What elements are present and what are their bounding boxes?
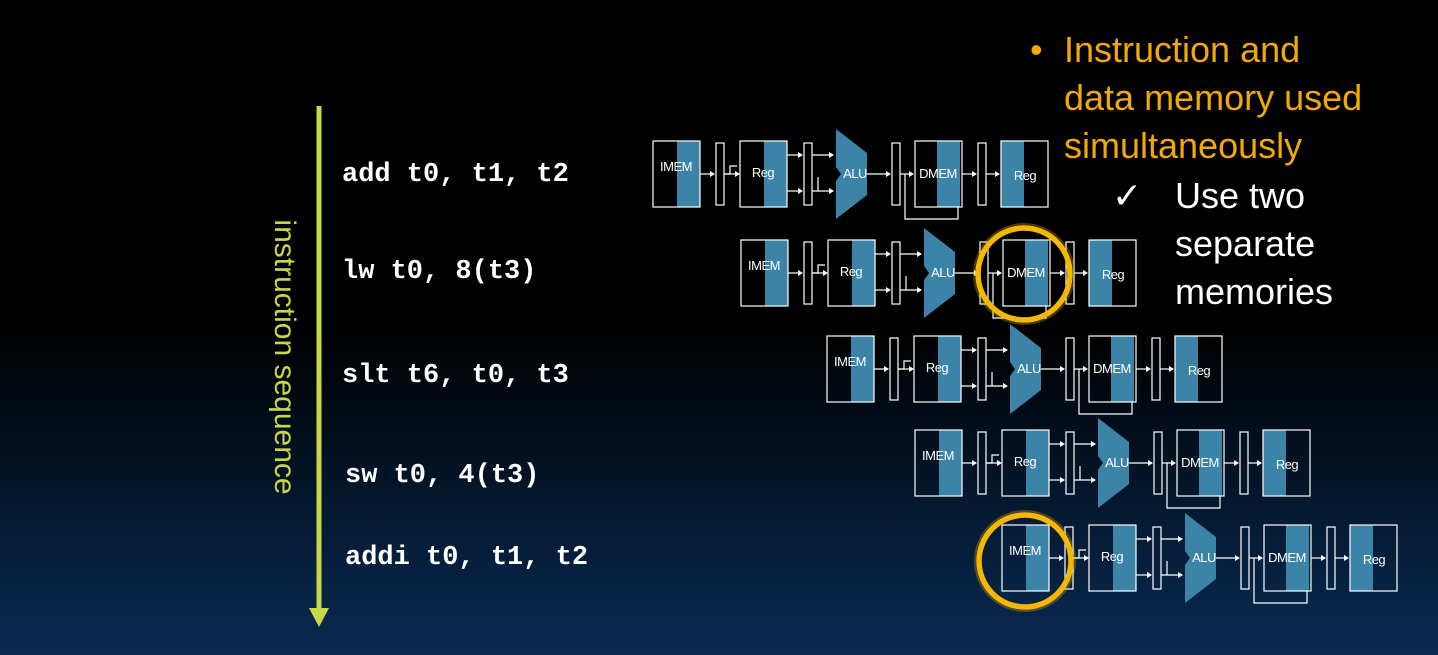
stage-2-reg-box: [913, 335, 962, 403]
stage-1-reg-shade: [852, 240, 875, 306]
stage-3-latch-3: [1153, 431, 1163, 495]
stage-2-latch-3: [1065, 337, 1075, 401]
stage-4-reg-box: [1088, 524, 1137, 592]
stage-1-imem-label: IMEM: [748, 258, 780, 273]
stage-4-regw-label: Reg: [1363, 552, 1386, 567]
stage-3-regw-shade: [1263, 430, 1286, 496]
stage-3-regw-box: [1262, 429, 1311, 497]
stage-3-latch-2: [1065, 431, 1075, 495]
bullet-line-1: Instruction and: [1064, 29, 1301, 70]
stage-2-regw-shade: [1175, 336, 1198, 402]
stage-1-regw-box: [1088, 239, 1137, 307]
imem-highlight-ring: [976, 512, 1074, 610]
stage-2-imem-shade: [851, 336, 874, 402]
stage-1-dmem-label: DMEM: [1007, 265, 1045, 280]
stage-1-alu-shape: [924, 228, 955, 318]
bullet-dot: •: [1030, 29, 1043, 70]
stage-0-dmem-label: DMEM: [919, 166, 957, 181]
stage-2-reg-shade: [938, 336, 961, 402]
stage-1-imem-shade: [765, 240, 788, 306]
checkmark-icon: ✓: [1112, 175, 1143, 216]
stage-3-imem-label: IMEM: [922, 448, 954, 463]
stage-0-alu-label: ALU: [843, 166, 867, 181]
stage-0-dmem-shade: [937, 141, 960, 207]
stage-2-regw-label: Reg: [1188, 363, 1211, 378]
stage-1-alu-label: ALU: [931, 265, 955, 280]
sequence-arrow: [309, 106, 329, 627]
instruction-sw: sw t0, 4(t3): [345, 461, 540, 491]
stage-1-dmem-shade: [1025, 240, 1048, 306]
stage-2-regw-box: [1174, 335, 1223, 403]
stage-3-imem-shade: [939, 430, 962, 496]
stage-2-alu-shape: [1010, 324, 1041, 414]
stage-2-latch-1: [889, 337, 899, 401]
stage-3-dmem-shade: [1199, 430, 1222, 496]
sub-bullet-line-1: Use two: [1175, 175, 1306, 216]
stage-3-reg-shade: [1026, 430, 1049, 496]
stage-0-regw-shade: [1001, 141, 1024, 207]
stage-4-reg-label: Reg: [1101, 549, 1124, 564]
stage-3-regw-label: Reg: [1276, 457, 1299, 472]
stage-0-latch-3: [891, 142, 901, 206]
bullet-line-2: data memory used: [1064, 77, 1363, 118]
stage-4-latch-4: [1326, 526, 1336, 590]
sub-bullet-line-3: memories: [1175, 271, 1334, 312]
stage-4-latch-2: [1152, 526, 1162, 590]
stage-0-latch-1: [715, 142, 725, 206]
stage-1-regw-label: Reg: [1102, 267, 1125, 282]
stage-4-imem-label: IMEM: [1009, 543, 1041, 558]
stage-2-dmem-label: DMEM: [1093, 361, 1131, 376]
stage-0-latch-4: [977, 142, 987, 206]
sub-bullet-line-2: separate: [1175, 223, 1316, 264]
stage-1-regw-shade: [1089, 240, 1112, 306]
stage-0-latch-2: [803, 142, 813, 206]
stage-3-latch-4: [1239, 431, 1249, 495]
stage-2-latch-2: [977, 337, 987, 401]
stage-3-dmem-label: DMEM: [1181, 455, 1219, 470]
stage-4-latch-3: [1240, 526, 1250, 590]
stage-2-reg-label: Reg: [926, 360, 949, 375]
stage-0-regw-box: [1000, 140, 1049, 208]
stage-0-reg-label: Reg: [752, 165, 775, 180]
stage-4-alu-label: ALU: [1192, 550, 1216, 565]
stage-2-alu-label: ALU: [1017, 361, 1041, 376]
stage-4-dmem-shade: [1286, 525, 1309, 591]
stage-4-dmem-label: DMEM: [1268, 550, 1306, 565]
stage-0-imem-shade: [677, 141, 700, 207]
stage-3-alu-shape: [1098, 418, 1129, 508]
stage-0-alu-shape: [836, 129, 867, 219]
stage-4-regw-shade: [1350, 525, 1373, 591]
stage-0-reg-shade: [764, 141, 787, 207]
stage-2-latch-4: [1151, 337, 1161, 401]
stage-0-regw-label: Reg: [1014, 168, 1037, 183]
stage-0-reg-box: [739, 140, 788, 208]
stage-0-imem-label: IMEM: [660, 159, 692, 174]
stage-3-latch-1: [977, 431, 987, 495]
stage-3-reg-box: [1001, 429, 1050, 497]
stage-4-reg-shade: [1113, 525, 1136, 591]
stage-4-alu-shape: [1185, 513, 1216, 603]
stage-4-imem-shade: [1026, 525, 1049, 591]
stage-4-regw-box: [1349, 524, 1398, 592]
instruction-addi: addi t0, t1, t2: [345, 543, 589, 573]
stage-1-latch-1: [803, 241, 813, 305]
instruction-slt: slt t6, t0, t3: [342, 361, 569, 391]
stage-2-imem-label: IMEM: [834, 354, 866, 369]
dmem-highlight-ring: [975, 225, 1073, 323]
instruction-add: add t0, t1, t2: [342, 160, 569, 190]
stage-2-dmem-shade: [1111, 336, 1134, 402]
stage-1-reg-box: [827, 239, 876, 307]
instruction-lw: lw t0, 8(t3): [342, 257, 537, 287]
stage-1-reg-label: Reg: [840, 264, 863, 279]
stage-3-alu-label: ALU: [1105, 455, 1129, 470]
bullet-line-3: simultaneously: [1064, 125, 1303, 166]
stage-3-reg-label: Reg: [1014, 454, 1037, 469]
stage-1-latch-2: [891, 241, 901, 305]
